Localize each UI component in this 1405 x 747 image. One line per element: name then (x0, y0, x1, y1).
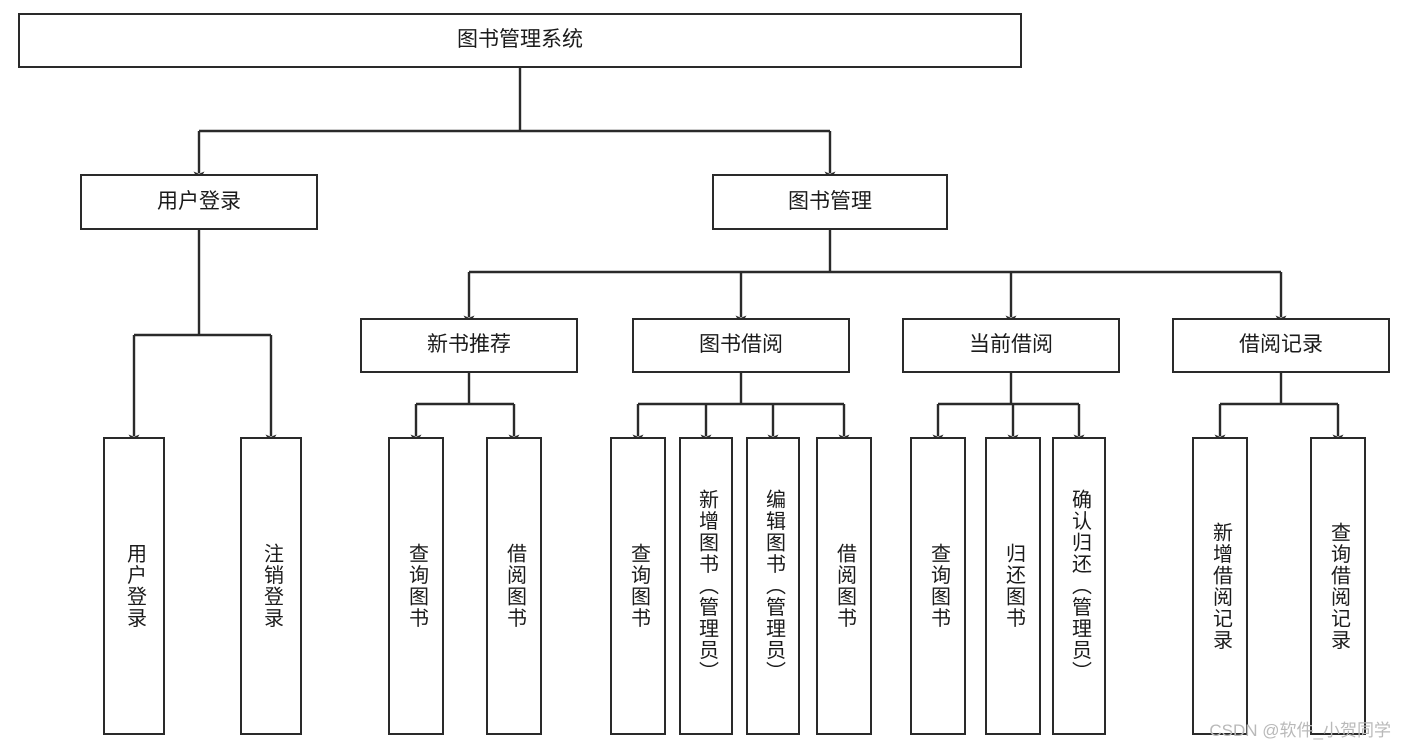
node-leaf-b1[interactable]: 借阅图书 (486, 437, 542, 735)
node-leaf-b2[interactable]: 借阅图书 (816, 437, 872, 735)
node-leaf-add[interactable]: 新增图书（管理员） (679, 437, 733, 735)
node-newbook[interactable]: 新书推荐 (360, 318, 578, 373)
node-leaf-addrec[interactable]: 新增借阅记录 (1192, 437, 1248, 735)
node-label-leaf-b2: 借阅图书 (833, 543, 856, 629)
node-label-leaf-add: 新增图书（管理员） (695, 489, 718, 683)
node-label-newbook: 新书推荐 (427, 333, 511, 357)
node-leaf-return[interactable]: 归还图书 (985, 437, 1041, 735)
node-label-leaf-q1: 查询图书 (405, 543, 428, 629)
node-bookmgmt[interactable]: 图书管理 (712, 174, 948, 230)
node-leaf-q2[interactable]: 查询图书 (610, 437, 666, 735)
node-label-leaf-qrec: 查询借阅记录 (1327, 521, 1350, 651)
node-label-leaf-return: 归还图书 (1002, 543, 1025, 629)
node-root[interactable]: 图书管理系统 (18, 13, 1022, 68)
node-label-current: 当前借阅 (969, 333, 1053, 357)
node-label-leaf-login: 用户登录 (123, 543, 146, 629)
node-label-root: 图书管理系统 (457, 28, 583, 52)
node-leaf-qrec[interactable]: 查询借阅记录 (1310, 437, 1366, 735)
node-borrow[interactable]: 图书借阅 (632, 318, 850, 373)
csdn-watermark: CSDN @软件_小贺同学 (1209, 721, 1391, 740)
node-label-borrow: 图书借阅 (699, 333, 783, 357)
node-leaf-q3[interactable]: 查询图书 (910, 437, 966, 735)
node-label-leaf-q3: 查询图书 (927, 543, 950, 629)
node-label-login: 用户登录 (157, 189, 241, 213)
node-current[interactable]: 当前借阅 (902, 318, 1120, 373)
node-leaf-edit[interactable]: 编辑图书（管理员） (746, 437, 800, 735)
node-leaf-login[interactable]: 用户登录 (103, 437, 165, 735)
node-label-leaf-confirm: 确认归还（管理员） (1068, 489, 1091, 683)
node-leaf-logout[interactable]: 注销登录 (240, 437, 302, 735)
node-label-records: 借阅记录 (1239, 333, 1323, 357)
node-label-leaf-b1: 借阅图书 (503, 543, 526, 629)
node-label-leaf-q2: 查询图书 (627, 543, 650, 629)
node-leaf-confirm[interactable]: 确认归还（管理员） (1052, 437, 1106, 735)
node-label-leaf-edit: 编辑图书（管理员） (762, 489, 785, 683)
node-records[interactable]: 借阅记录 (1172, 318, 1390, 373)
node-leaf-q1[interactable]: 查询图书 (388, 437, 444, 735)
node-label-leaf-addrec: 新增借阅记录 (1209, 521, 1232, 651)
node-label-bookmgmt: 图书管理 (788, 189, 872, 213)
node-login[interactable]: 用户登录 (80, 174, 318, 230)
node-label-leaf-logout: 注销登录 (260, 543, 283, 629)
